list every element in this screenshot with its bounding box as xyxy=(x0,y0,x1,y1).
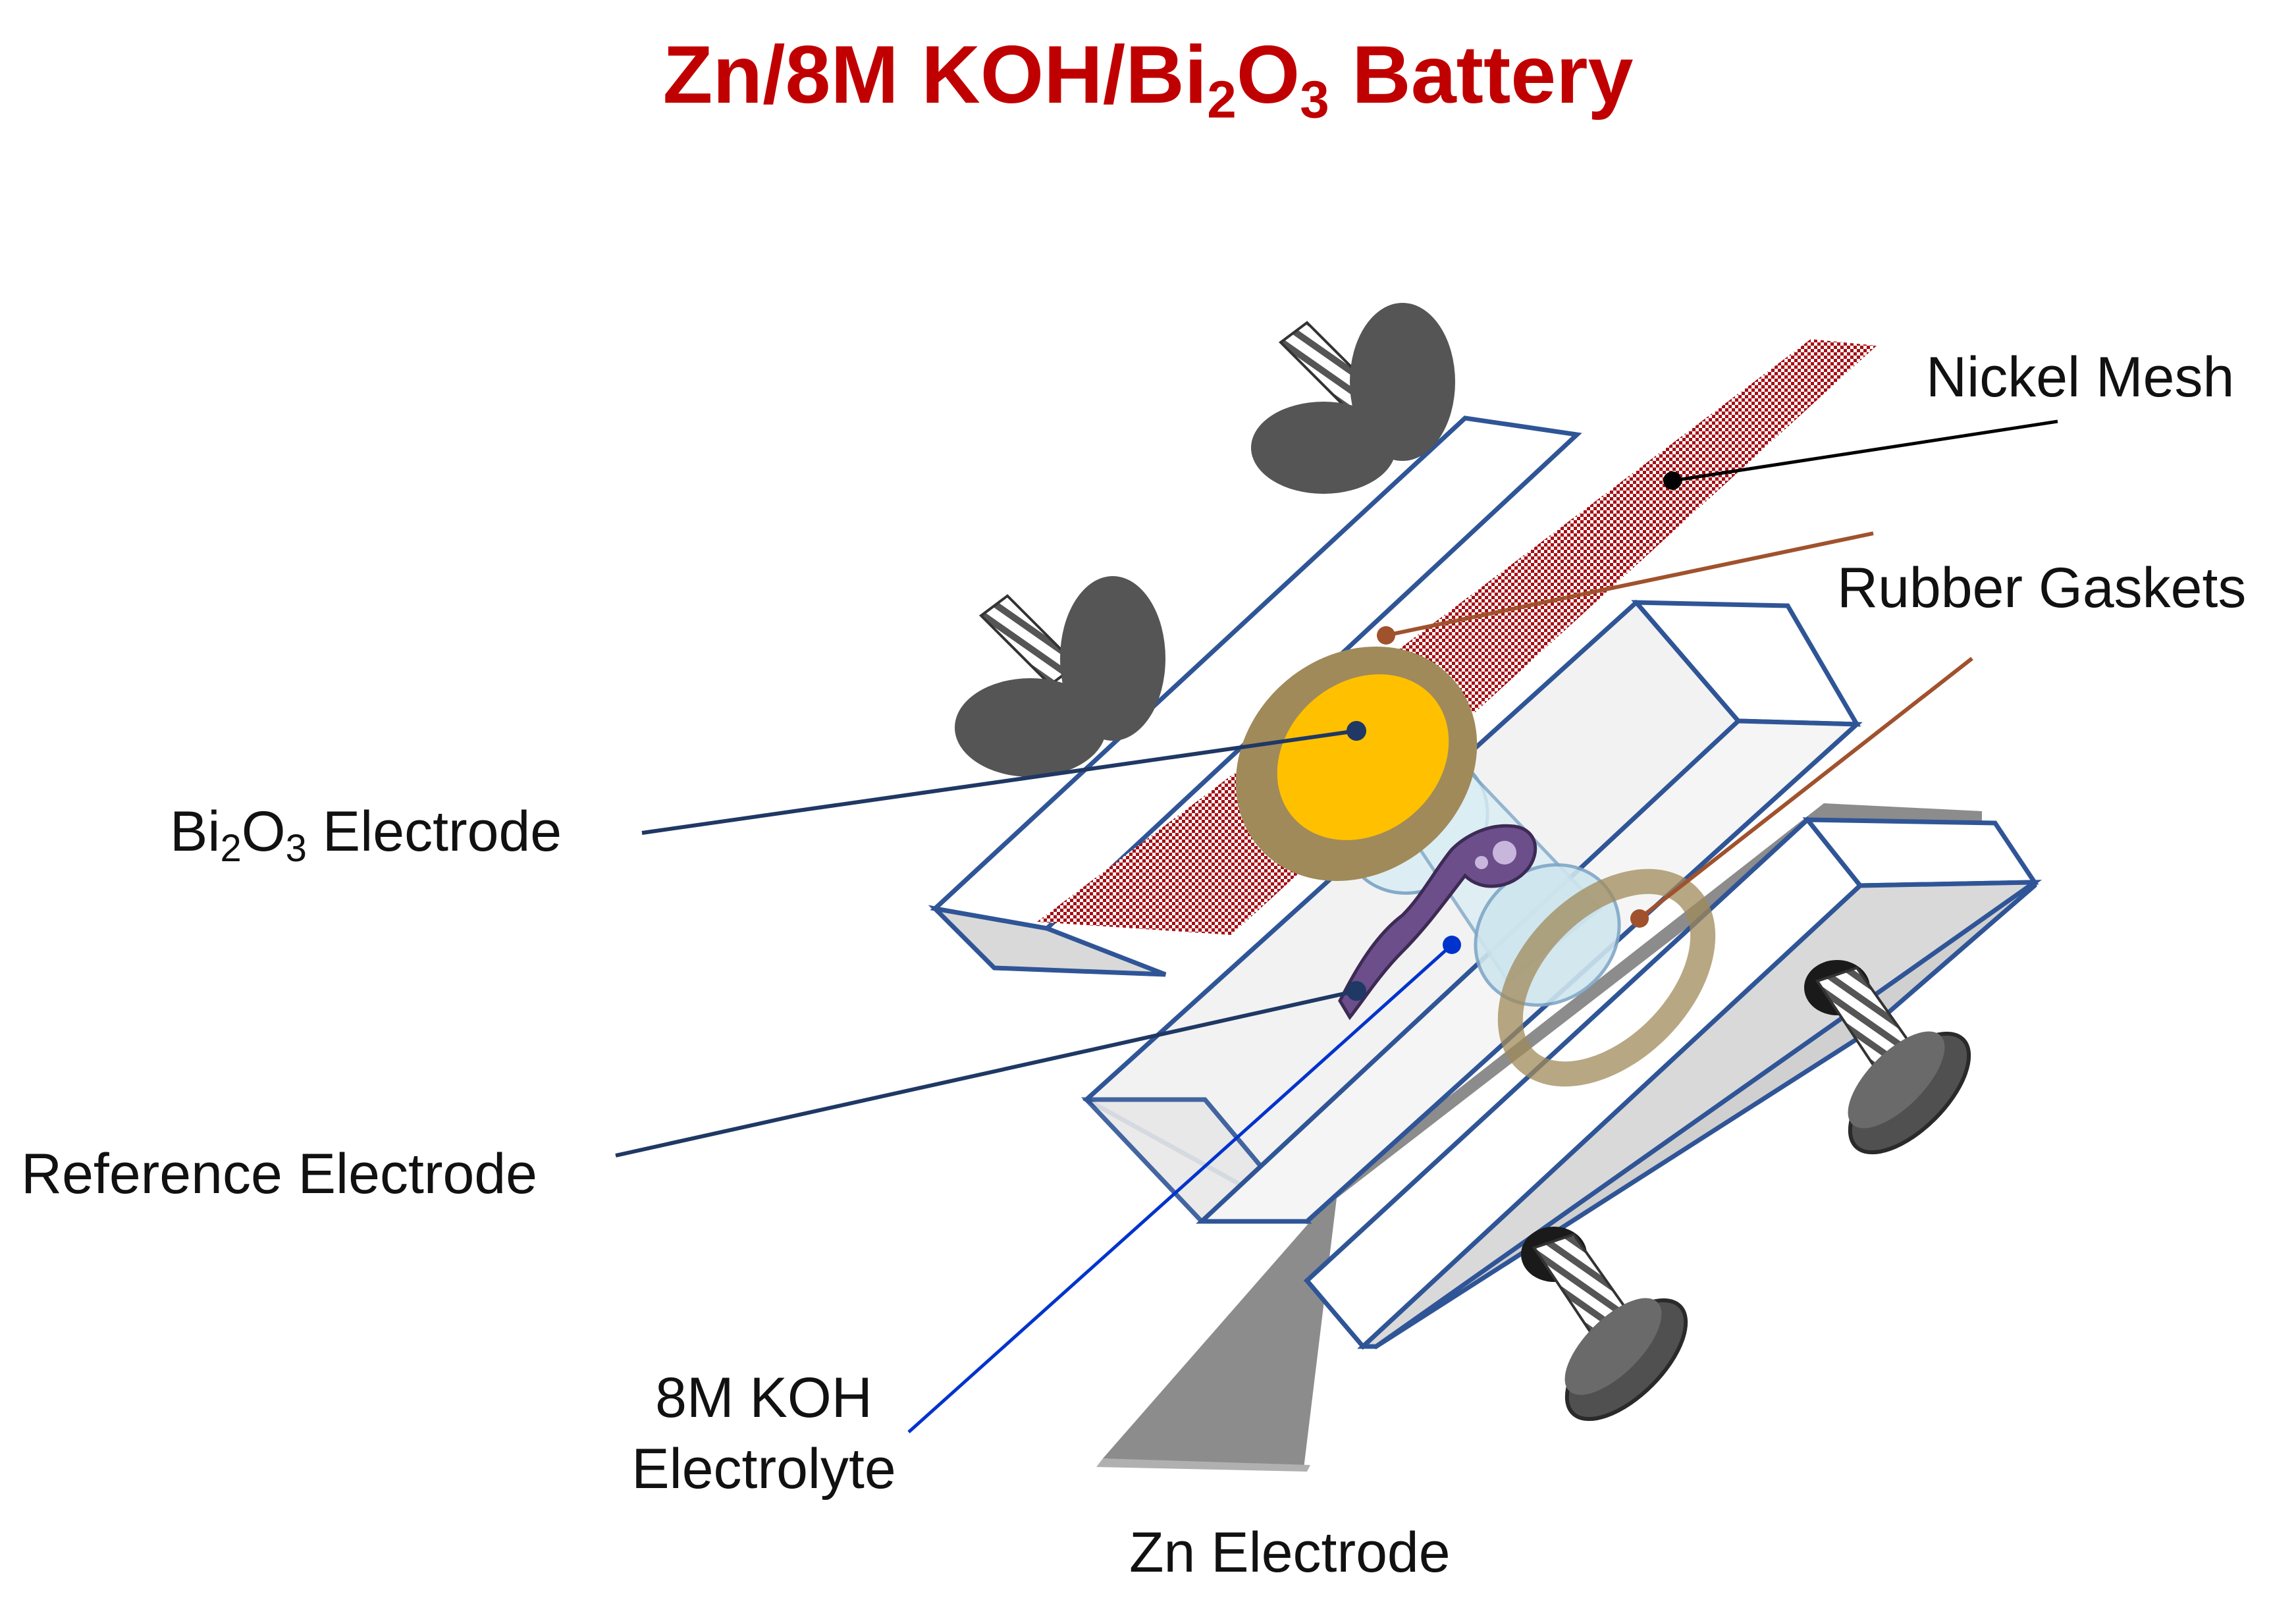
label-electrolyte: 8M KOH Electrolyte xyxy=(593,1363,935,1505)
top-frame xyxy=(928,415,1582,977)
wing-nut-icon xyxy=(1251,303,1455,494)
label-rubber-gaskets: Rubber Gaskets xyxy=(1837,556,2247,620)
label-nickel-mesh: Nickel Mesh xyxy=(1926,346,2235,409)
thumb-screw-icon xyxy=(1804,960,1971,1155)
bi2o3-electrode xyxy=(1277,674,1449,840)
rubber-gasket-lower xyxy=(1497,868,1716,1087)
diagram-title: Zn/8M KOH/Bi2O3 Battery xyxy=(662,30,1634,129)
wing-nut-icon xyxy=(955,576,1165,777)
thumb-screw-icon xyxy=(1521,1227,1688,1422)
leader-bi2o3 xyxy=(641,721,1366,835)
label-bi2o3-electrode: Bi2O3 Electrode xyxy=(170,800,562,870)
leader-gasket-lower xyxy=(1630,656,1973,928)
leader-gasket-upper xyxy=(1377,531,1874,645)
leader-nickel-mesh xyxy=(1663,419,2058,490)
leader-electrolyte xyxy=(907,936,1461,1433)
reference-electrode xyxy=(1338,824,1537,1021)
label-reference-electrode: Reference Electrode xyxy=(21,1142,537,1206)
label-electrolyte-line1: 8M KOH xyxy=(655,1366,872,1429)
leader-reference xyxy=(615,981,1366,1158)
label-electrolyte-line2: Electrolyte xyxy=(631,1437,896,1501)
label-zn-electrode: Zn Electrode xyxy=(1129,1521,1451,1584)
